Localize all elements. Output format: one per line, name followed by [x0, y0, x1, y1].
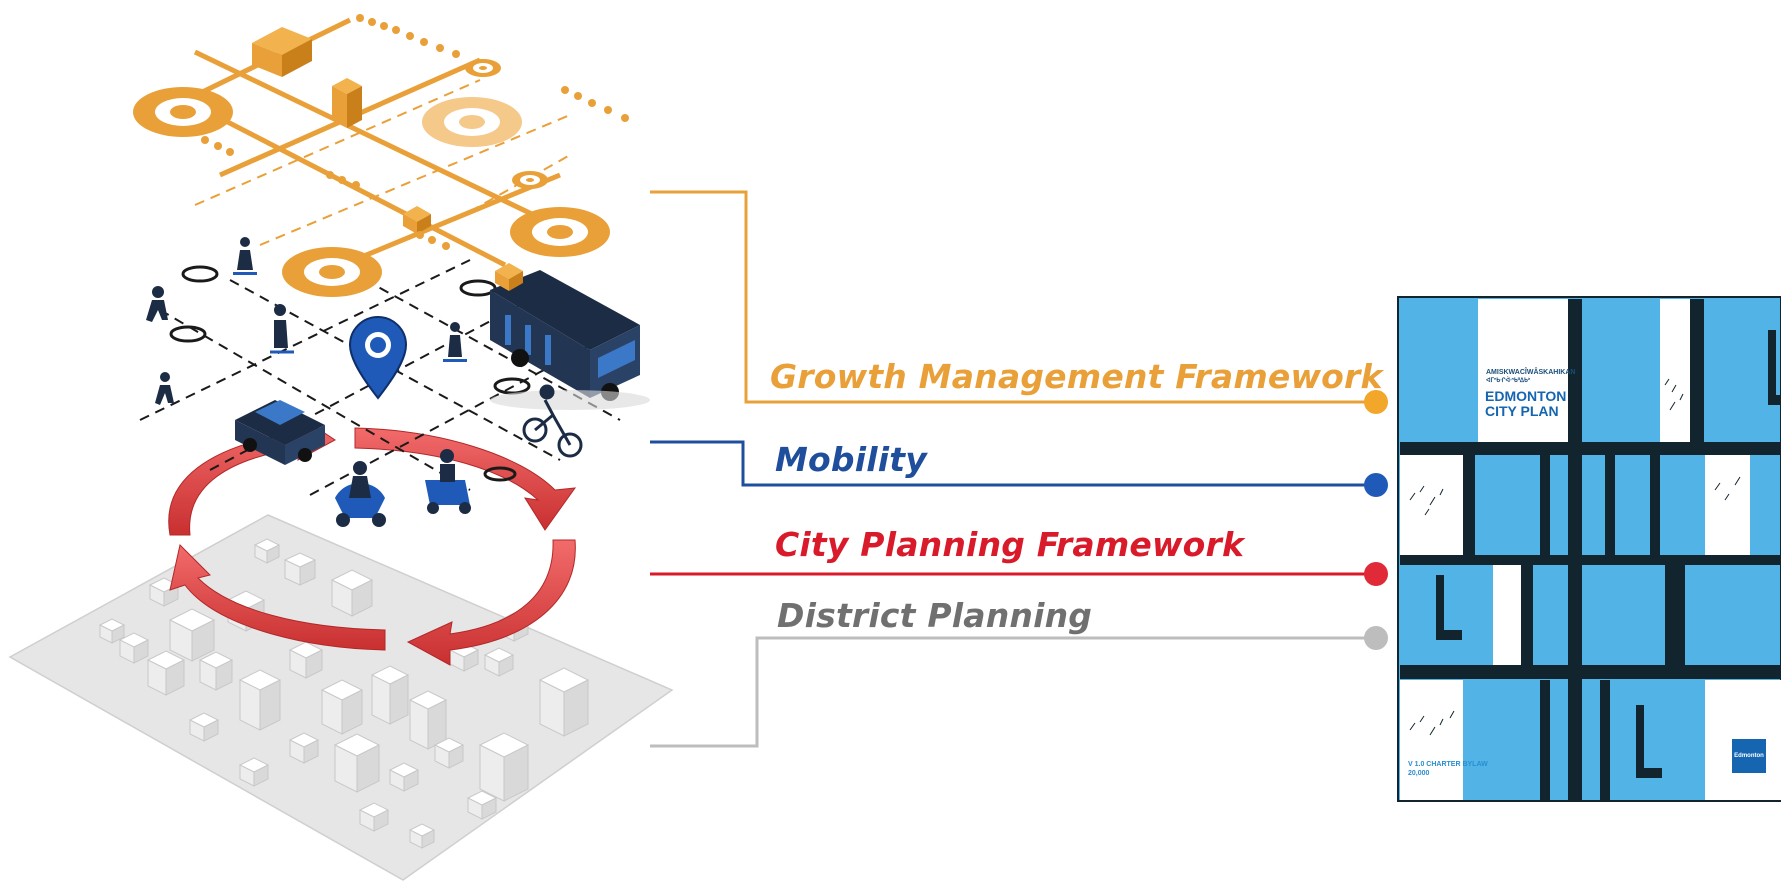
transit-bus-icon — [490, 270, 650, 410]
building — [370, 665, 410, 725]
block — [495, 263, 523, 291]
district-dot — [1364, 626, 1388, 650]
connector-district — [650, 636, 1376, 748]
growth-dashed-lines — [194, 79, 571, 246]
building — [198, 651, 234, 691]
building — [253, 538, 281, 564]
cover-indigenous-name: AMISKWACÎWÂSKAHIKAN — [1486, 369, 1576, 376]
growth-management-framework-label: Growth Management Framework — [770, 357, 1383, 396]
location-pin-icon — [348, 316, 408, 400]
block — [403, 206, 431, 234]
cover-scribbles — [1409, 378, 1741, 736]
connector-mobility — [650, 440, 1376, 487]
building — [98, 618, 126, 644]
cover-syllabics: ᐊᒥᐢᑲᐧᒋᐋᐧᐢᑲᐦᐃᑲᐣ — [1486, 378, 1531, 384]
building — [330, 569, 374, 617]
building — [188, 712, 220, 742]
building — [333, 733, 381, 793]
growth-management-layer — [133, 14, 629, 297]
building — [148, 577, 180, 607]
mobility-layer — [139, 237, 650, 527]
building — [478, 732, 530, 802]
city-planning-dot — [1364, 562, 1388, 586]
mobility-label: Mobility — [775, 440, 927, 479]
target-node — [133, 87, 233, 137]
target-node — [422, 97, 522, 147]
building — [283, 552, 317, 586]
building — [408, 823, 436, 849]
growth-blocks — [252, 27, 523, 291]
target-node — [510, 207, 610, 257]
target-node — [465, 59, 501, 77]
bicycle-icon — [522, 384, 583, 458]
cover-version: V 1.0 CHARTER BYLAW 20,000 — [1408, 761, 1488, 777]
connector-growth — [650, 190, 1376, 404]
connector-lines — [650, 190, 1376, 748]
building — [466, 790, 498, 820]
connector-dots — [1364, 390, 1388, 650]
pedestrian-icons — [146, 237, 467, 405]
kick-scooter-icon — [270, 304, 294, 354]
car-icon — [235, 400, 325, 465]
target-node — [512, 171, 548, 189]
block — [332, 78, 362, 128]
mobility-node-rings — [169, 265, 531, 482]
building — [538, 667, 590, 737]
building — [146, 650, 186, 696]
mobility-scooter-icon — [425, 449, 471, 514]
building — [238, 757, 270, 787]
growth-network-lines — [143, 17, 567, 273]
scooter-rider-icon — [335, 461, 386, 527]
district-planning-layer — [8, 514, 674, 881]
walking-person-icon — [146, 286, 168, 322]
district-planning-label: District Planning — [777, 596, 1093, 635]
building — [433, 737, 465, 769]
building — [483, 647, 515, 677]
growth-dot — [1364, 390, 1388, 414]
building — [288, 732, 320, 764]
building — [168, 608, 216, 662]
mobility-dot — [1364, 473, 1388, 497]
growth-node-targets — [133, 59, 610, 297]
skateboarder-icon — [443, 322, 467, 362]
city-plan-cover — [1397, 296, 1781, 802]
skateboarder-icon — [233, 237, 257, 275]
building — [238, 669, 282, 731]
cover-title: EDMONTON CITY PLAN — [1485, 388, 1567, 419]
building — [288, 641, 324, 679]
building — [358, 802, 390, 832]
target-node — [282, 247, 382, 297]
building — [388, 762, 420, 792]
city-planning-framework-label: City Planning Framework — [775, 525, 1245, 564]
block — [252, 27, 312, 77]
building — [408, 690, 448, 750]
building — [118, 632, 150, 664]
edmonton-logo: Edmonton — [1732, 739, 1766, 773]
building — [320, 679, 364, 735]
walking-person-icon — [155, 372, 174, 405]
growth-people-dots — [201, 14, 629, 250]
